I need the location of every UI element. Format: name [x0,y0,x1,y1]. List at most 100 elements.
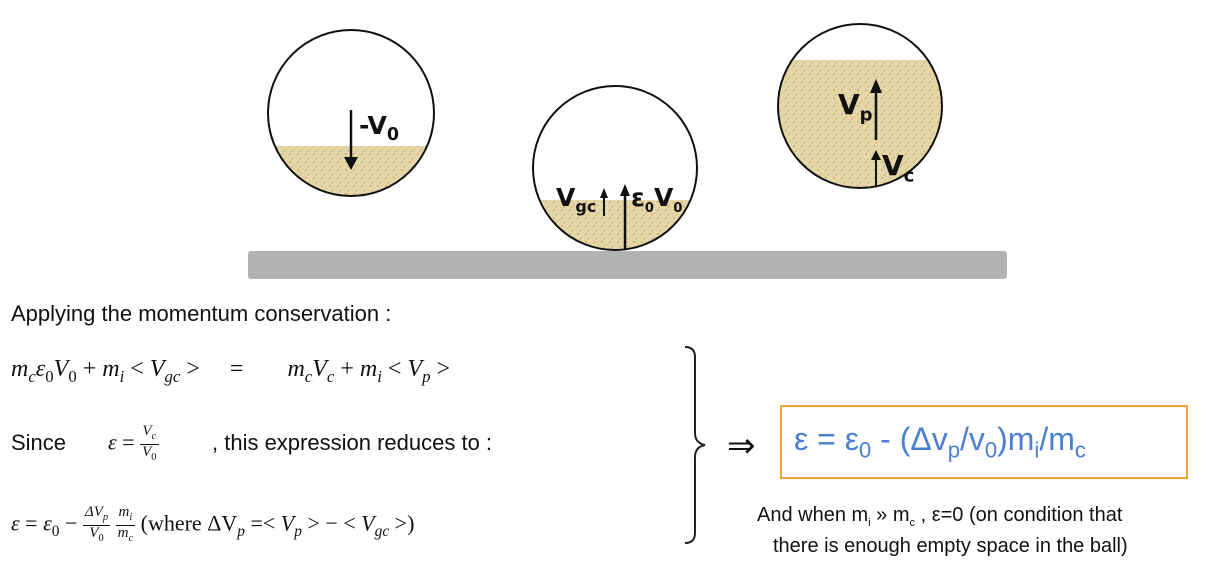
sym: > − < [307,510,356,536]
since-text: Since [11,430,67,455]
condition-text-line2: there is enough empty space in the ball) [773,535,1128,557]
sym: (where [140,510,202,536]
sym: < [130,356,144,382]
equation-momentum: mcε0V0 + mi < Vgc > = mcVc + mi < Vp > [11,356,450,387]
collision-diagram [248,23,1007,279]
sym: ΔV [84,504,103,520]
label-text: V [556,183,576,212]
sub: i [119,366,125,386]
result-part: /v [959,421,985,457]
result-part: /m [1039,421,1075,457]
sym: + [340,356,354,382]
sub: p [422,366,431,386]
label-sub: 0 [673,201,683,216]
label-sub: c [903,165,915,187]
sub: gc [164,366,181,386]
sym: ε [35,356,46,382]
fraction-mass: mi mc [115,504,136,546]
sym: V [142,444,152,460]
sub: 0 [51,522,60,540]
condition-part: » m [870,504,910,526]
sym: =< [250,510,276,536]
sym: − [64,510,78,536]
sym: m [11,356,29,382]
sym: ε [11,510,20,536]
sub: p [237,522,245,540]
sym: V [361,510,375,536]
ball-impact [532,85,698,251]
label-sub: 0 [644,201,654,216]
label-eps: ε [631,183,645,212]
label-vc: Vc [882,149,914,187]
result-box [780,405,1188,479]
sub: p [294,522,302,540]
label-v: V [653,183,674,212]
label-text: V [882,149,904,182]
sym: > [436,356,451,382]
sub: 0 [45,366,54,386]
sub: c [304,366,313,386]
result-formula: ε = ε0 - (Δvp/v0)mi/mc [794,421,1086,463]
sub: 0 [98,533,104,544]
label-vgc: Vgc [556,183,596,216]
sym: ε [108,429,117,455]
sym: V [407,356,423,382]
equals: = [122,429,135,455]
label-sub: p [859,104,873,126]
sub: 0 [151,452,157,463]
sub: c [151,431,157,442]
condition-sub: c [909,517,916,529]
label-minus-v0: -V0 [359,111,399,145]
sub: c [326,366,335,386]
label-eps0-v0: ε0V0 [631,183,682,216]
condition-text: And when mi » mc , ε=0 (on condition tha… [757,504,1122,529]
sym: m [359,356,378,382]
equals: = [229,356,244,382]
result-part: )m [997,421,1035,457]
fraction-dvp: ΔVp V0 [82,504,111,546]
curly-brace [684,346,706,544]
result-part: ε = ε [794,421,859,457]
equation-result: ε = ε0 − ΔVp V0 mi mc (where ΔVp =< Vp >… [11,505,414,546]
sub: gc [374,522,390,540]
result-part: - (Δv [871,421,948,457]
result-sub: i [1034,437,1040,463]
sym: ΔV [207,510,238,536]
result-sub: 0 [984,437,998,463]
sym: < [387,356,402,382]
sym: m [117,525,129,541]
condition-part: And when m [757,504,869,526]
ball-falling [267,29,435,197]
equals: = [25,510,38,536]
result-sub: 0 [859,437,872,463]
equation-epsilon-def: ε = Vc V0 [108,424,159,465]
result-sub: c [1074,437,1086,463]
implies-arrow: ⇒ [727,426,756,466]
sym: > [186,356,200,382]
applying-text: Applying the momentum conservation : [11,301,392,326]
sym: V [53,356,69,382]
sym: V [280,510,295,536]
sub: c [28,366,36,386]
sub: c [128,533,134,544]
sym: m [287,356,305,382]
label-sub: 0 [386,125,400,145]
label-vp: Vp [838,88,873,126]
label-text: V [838,88,860,121]
sym: V [312,356,327,382]
label-text: -V [359,111,387,140]
sub: p [102,512,109,523]
sym: m [118,504,130,520]
sym: ε [43,510,52,536]
sym: V [89,525,99,541]
ground-bar [248,251,1007,279]
ball-rebound [777,23,943,189]
fraction: Vc V0 [140,423,159,465]
sym: V [142,423,152,439]
sub: i [377,366,382,386]
sym: + [82,356,97,382]
sub: 0 [68,366,77,386]
condition-sub: i [868,517,871,529]
sym: >) [394,510,415,536]
condition-part: , ε=0 (on condition that [915,504,1123,526]
